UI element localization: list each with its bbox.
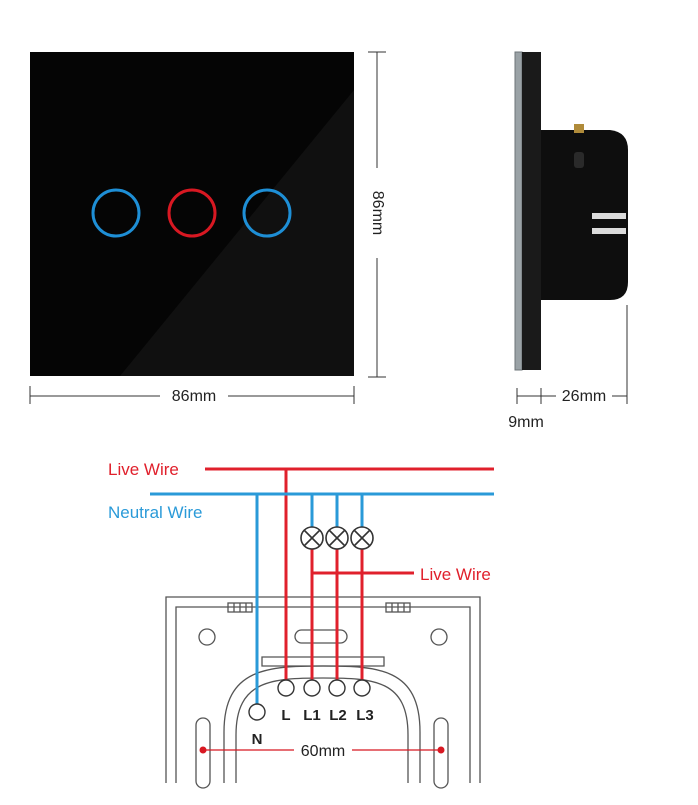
terminal-label-l2: L2 [329,707,347,724]
mount-spacing-label: 60mm [301,743,345,760]
lamp-icon [350,526,374,550]
depth-dimension [516,305,628,404]
terminal-l2 [328,679,346,697]
glass-edge [514,51,523,371]
height-dimension [368,51,386,378]
terminal-label-l1: L1 [303,707,321,724]
touch-button-icon [91,188,141,238]
terminal-label-l: L [281,707,290,724]
touch-button-icon [167,188,217,238]
glass-reflection [120,90,354,376]
depth-label: 26mm [562,388,606,405]
front-panel [30,52,354,376]
side-view [514,51,628,371]
neutral-wires [150,492,494,706]
terminal-l3 [353,679,371,697]
back-plate [165,596,481,789]
glass-thickness-label: 9mm [508,414,544,431]
terminal-block [248,679,371,721]
lamp-icon [300,526,324,550]
mount-dimension [199,746,445,754]
terminal-screw [574,124,584,133]
touch-button-icon [242,188,292,238]
switch-body [541,130,628,300]
terminal-label-l3: L3 [356,707,374,724]
live-wires [205,467,494,680]
live-wire-label: Live Wire [108,460,179,479]
lamp-icon [325,526,349,550]
width-dimension [29,386,355,404]
terminal-label-n: N [252,731,263,748]
load-live-wire-label: Live Wire [420,565,491,584]
terminal-n [248,703,266,721]
height-label: 86mm [369,191,386,235]
width-label: 86mm [172,388,216,405]
neutral-wire-label: Neutral Wire [108,503,202,522]
terminal-l [277,679,295,697]
terminal-l1 [303,679,321,697]
frame-edge [522,52,541,370]
